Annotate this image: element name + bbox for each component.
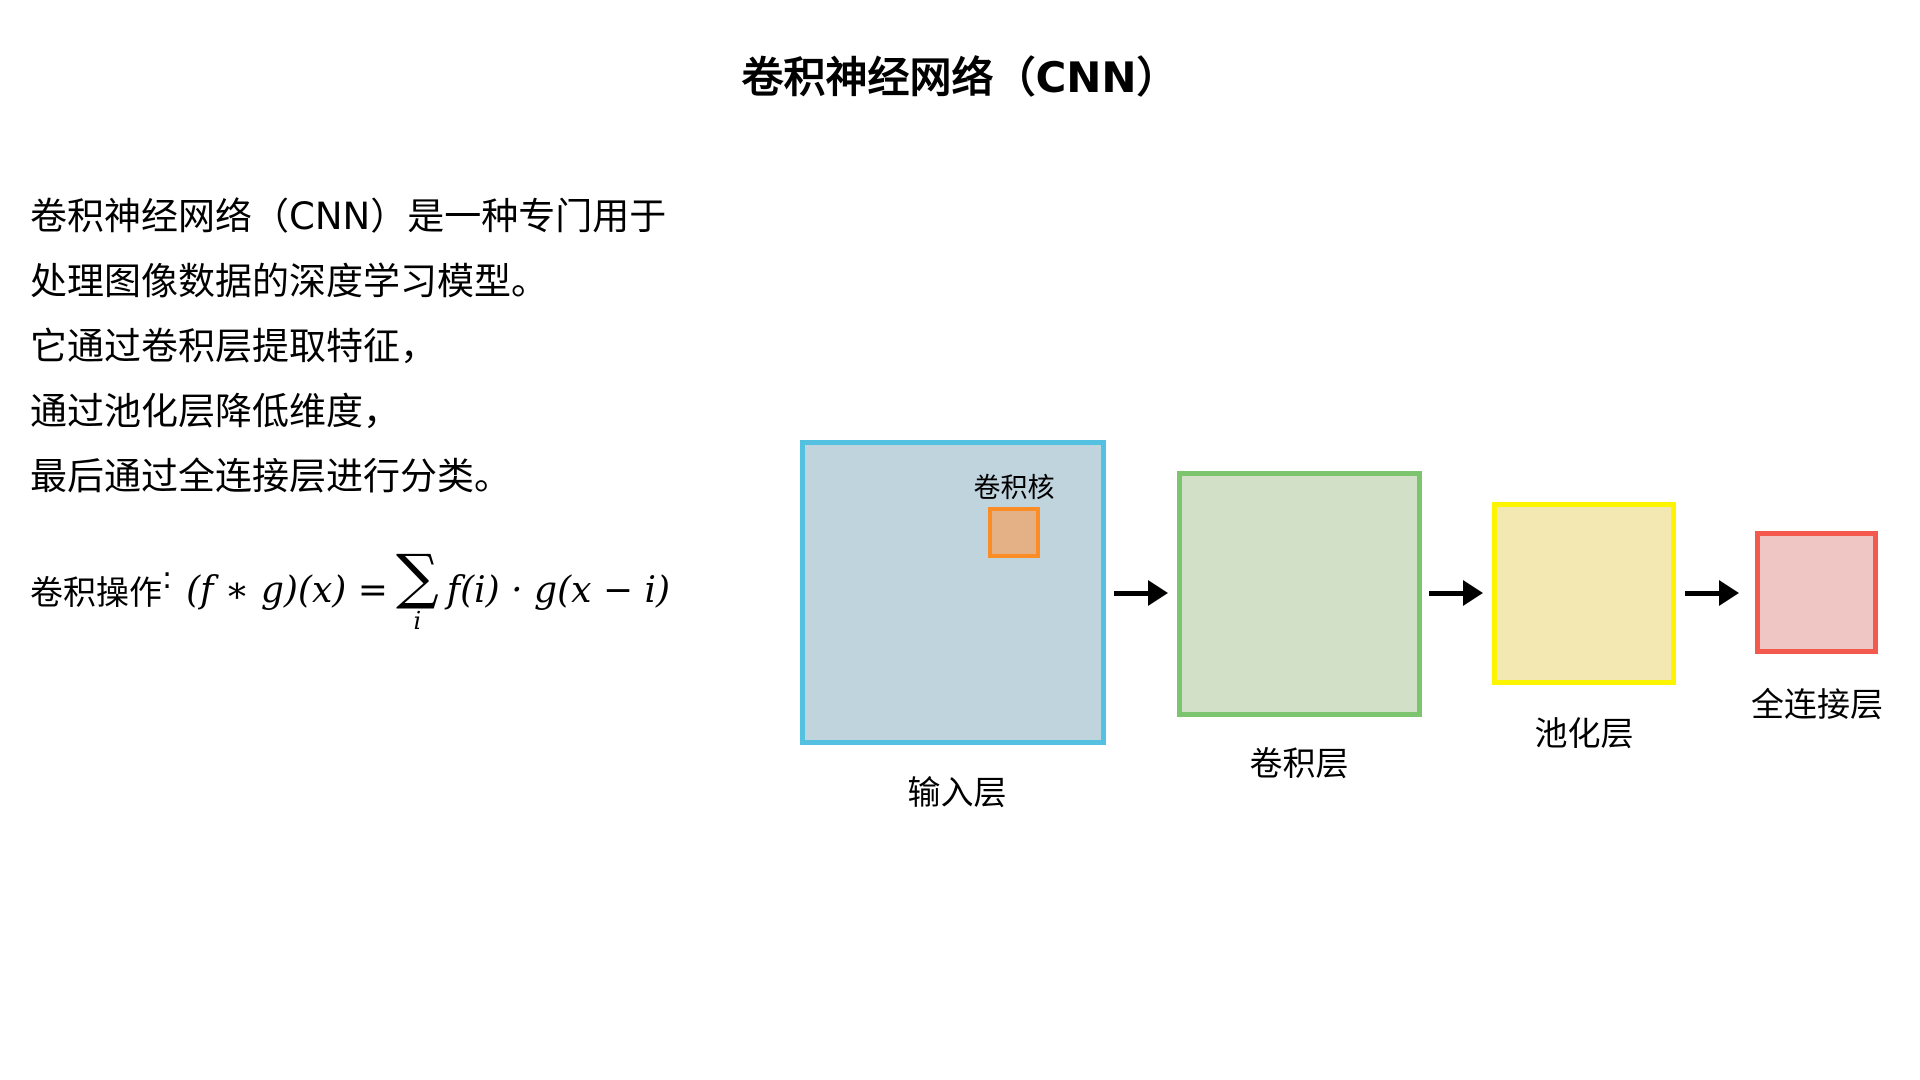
flow-arrow-icon <box>1685 580 1739 606</box>
formula-rhs: f(i) · g(x − i) <box>446 569 671 611</box>
conv-layer-label: 卷积层 <box>1249 744 1349 783</box>
arrow-shaft <box>1685 591 1723 596</box>
arrow-shaft <box>1114 591 1152 596</box>
convolution-formula: 卷积操作 : (f ∗ g)(x) = ∑ i f(i) · g(x − i) <box>30 540 670 640</box>
sum-symbol: ∑ <box>395 542 439 612</box>
arrow-head <box>1719 580 1739 606</box>
description-line: 它通过卷积层提取特征， <box>30 325 437 368</box>
summation-group: ∑ i <box>396 546 439 634</box>
description-line: 最后通过全连接层进行分类。 <box>30 455 511 498</box>
input-layer-label: 输入层 <box>907 773 1007 812</box>
formula-lhs: (f ∗ g)(x) = <box>186 569 388 611</box>
pool-layer-box <box>1492 502 1676 685</box>
conv-layer-box <box>1177 471 1422 717</box>
pool-layer-label: 池化层 <box>1534 714 1634 753</box>
kernel-label: 卷积核 <box>973 473 1055 504</box>
arrow-shaft <box>1429 591 1467 596</box>
flow-arrow-icon <box>1114 580 1168 606</box>
description-line: 处理图像数据的深度学习模型。 <box>30 260 548 303</box>
description-paragraph: 卷积神经网络（CNN）是一种专门用于 处理图像数据的深度学习模型。 它通过卷积层… <box>30 184 666 509</box>
input-layer-box <box>800 440 1106 745</box>
arrow-head <box>1148 580 1168 606</box>
description-line: 卷积神经网络（CNN）是一种专门用于 <box>30 195 667 238</box>
flow-arrow-icon <box>1429 580 1483 606</box>
sum-subscript: i <box>413 607 422 635</box>
formula-colon: : <box>162 560 173 596</box>
fc-layer-box <box>1755 531 1878 654</box>
page-title: 卷积神经网络（CNN） <box>741 53 1179 102</box>
kernel-box <box>988 507 1040 558</box>
arrow-head <box>1463 580 1483 606</box>
description-line: 通过池化层降低维度， <box>30 390 400 433</box>
formula-label: 卷积操作 <box>30 573 162 612</box>
fc-layer-label: 全连接层 <box>1751 685 1883 724</box>
